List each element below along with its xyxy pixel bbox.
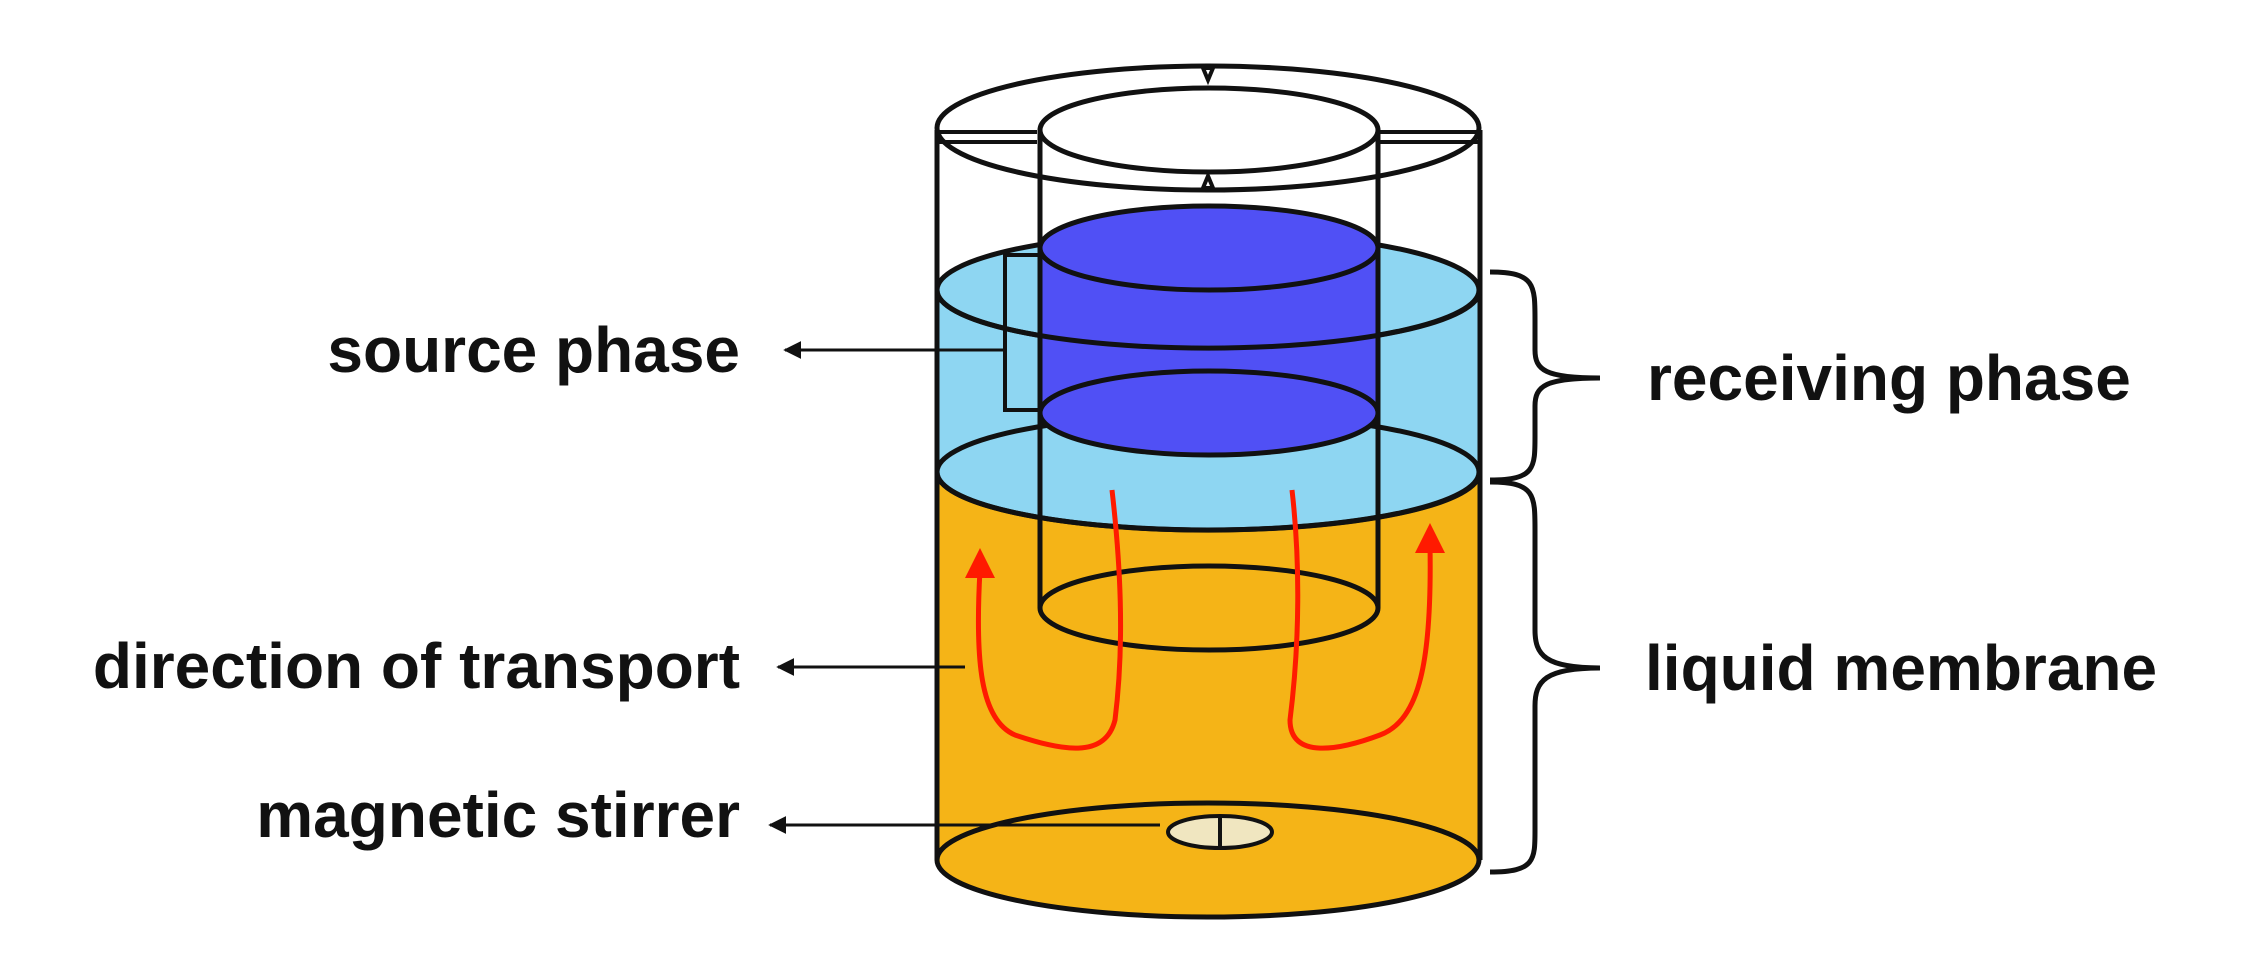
direction-of-transport-label: direction of transport [93,630,740,702]
source-phase-pointer [783,253,1040,412]
source-phase-top [1037,203,1381,293]
source-phase-label: source phase [327,314,740,386]
outer-vessel [934,63,1483,860]
transport-arrow-left [975,489,1124,751]
transport-arrow-right [1287,489,1433,751]
liquid-membrane-bracket [1489,479,1601,875]
transport-arrowhead-right [1415,523,1445,553]
receiving-phase-bracket [1489,269,1601,483]
inner-tube-rim [1037,85,1381,175]
transport-arrowhead-left [965,548,995,578]
source-phase-bottom [1037,368,1381,458]
transport-arrows [965,489,1445,751]
inner-tube [1037,85,1381,653]
magnetic-stirrer-label: magnetic stirrer [256,779,740,851]
inner-tube-bottom-opening [1037,563,1381,653]
magnetic-stirrer-bar [1166,814,1274,850]
receiving-phase-label: receiving phase [1647,342,2131,414]
liquid-membrane-label: liquid membrane [1645,632,2157,704]
